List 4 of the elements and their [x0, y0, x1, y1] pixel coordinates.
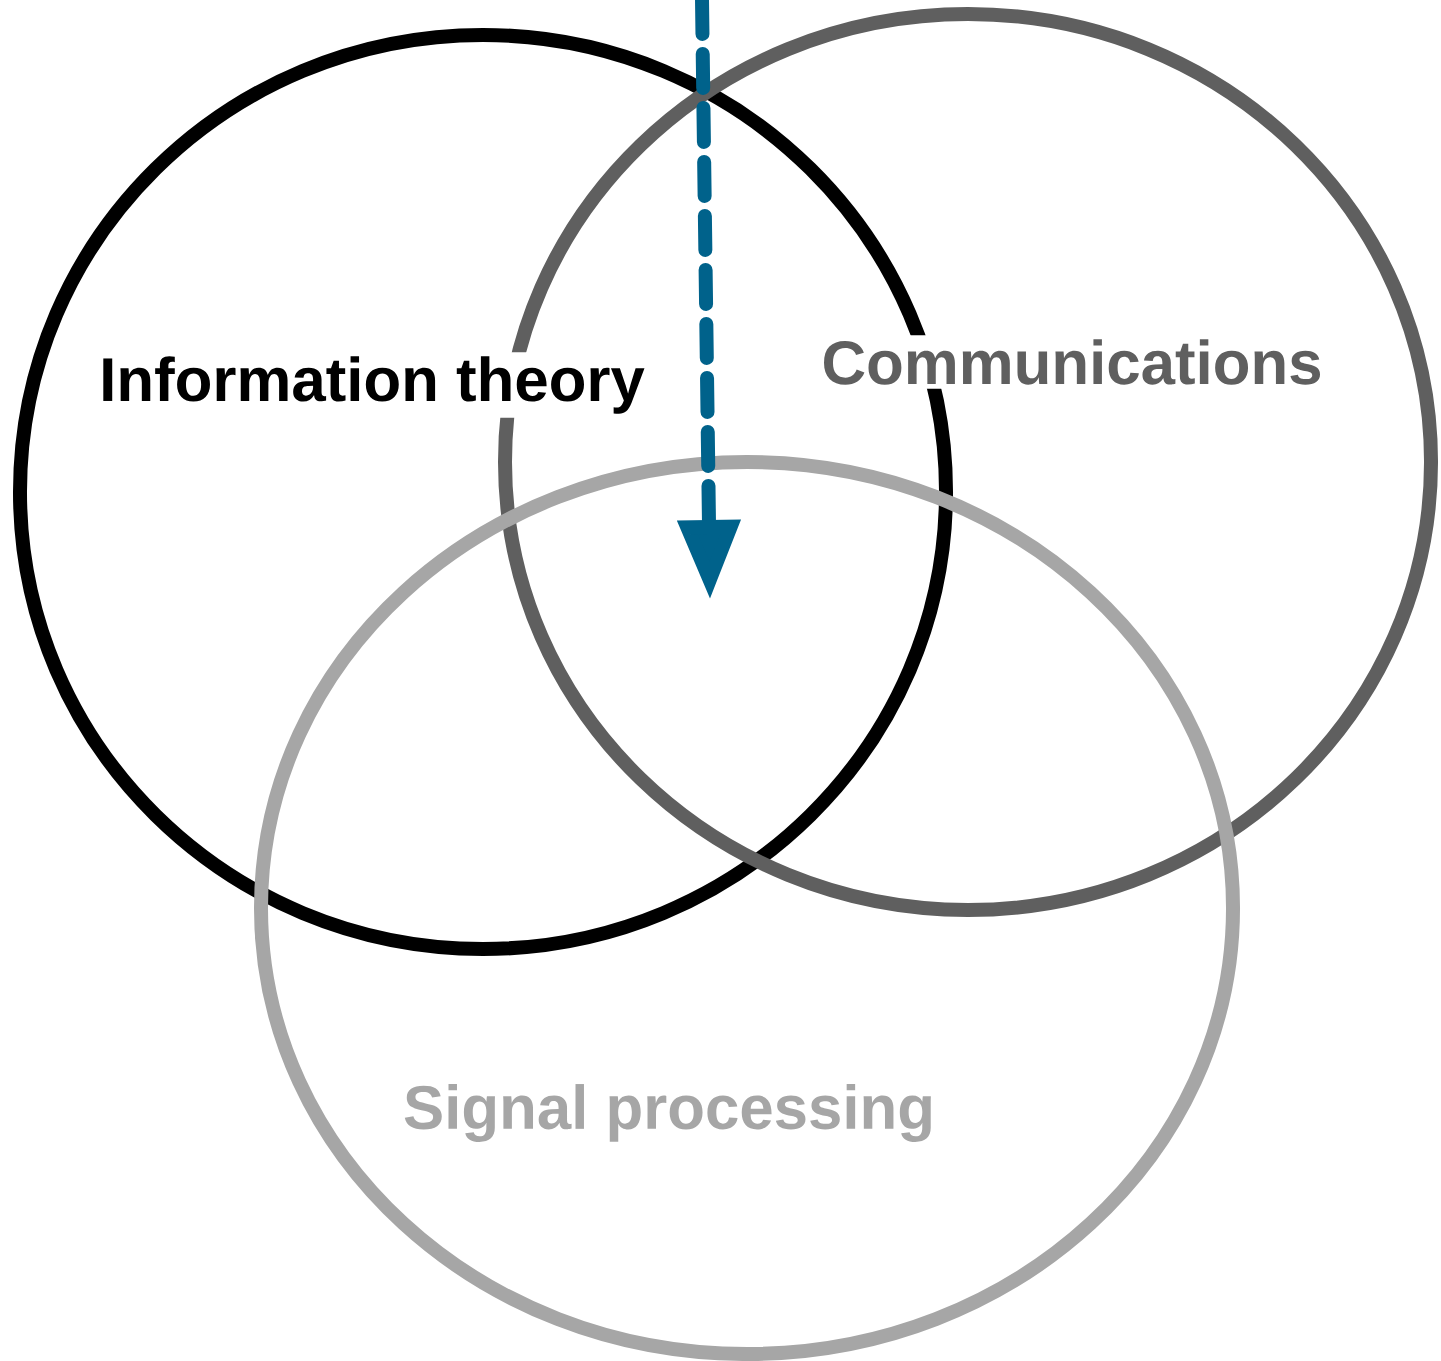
circle-label: Communications	[817, 335, 1327, 389]
venn-circle	[254, 455, 1240, 1361]
circle-label: Signal processing	[399, 1080, 940, 1146]
circle-label: Information theory	[95, 352, 649, 418]
